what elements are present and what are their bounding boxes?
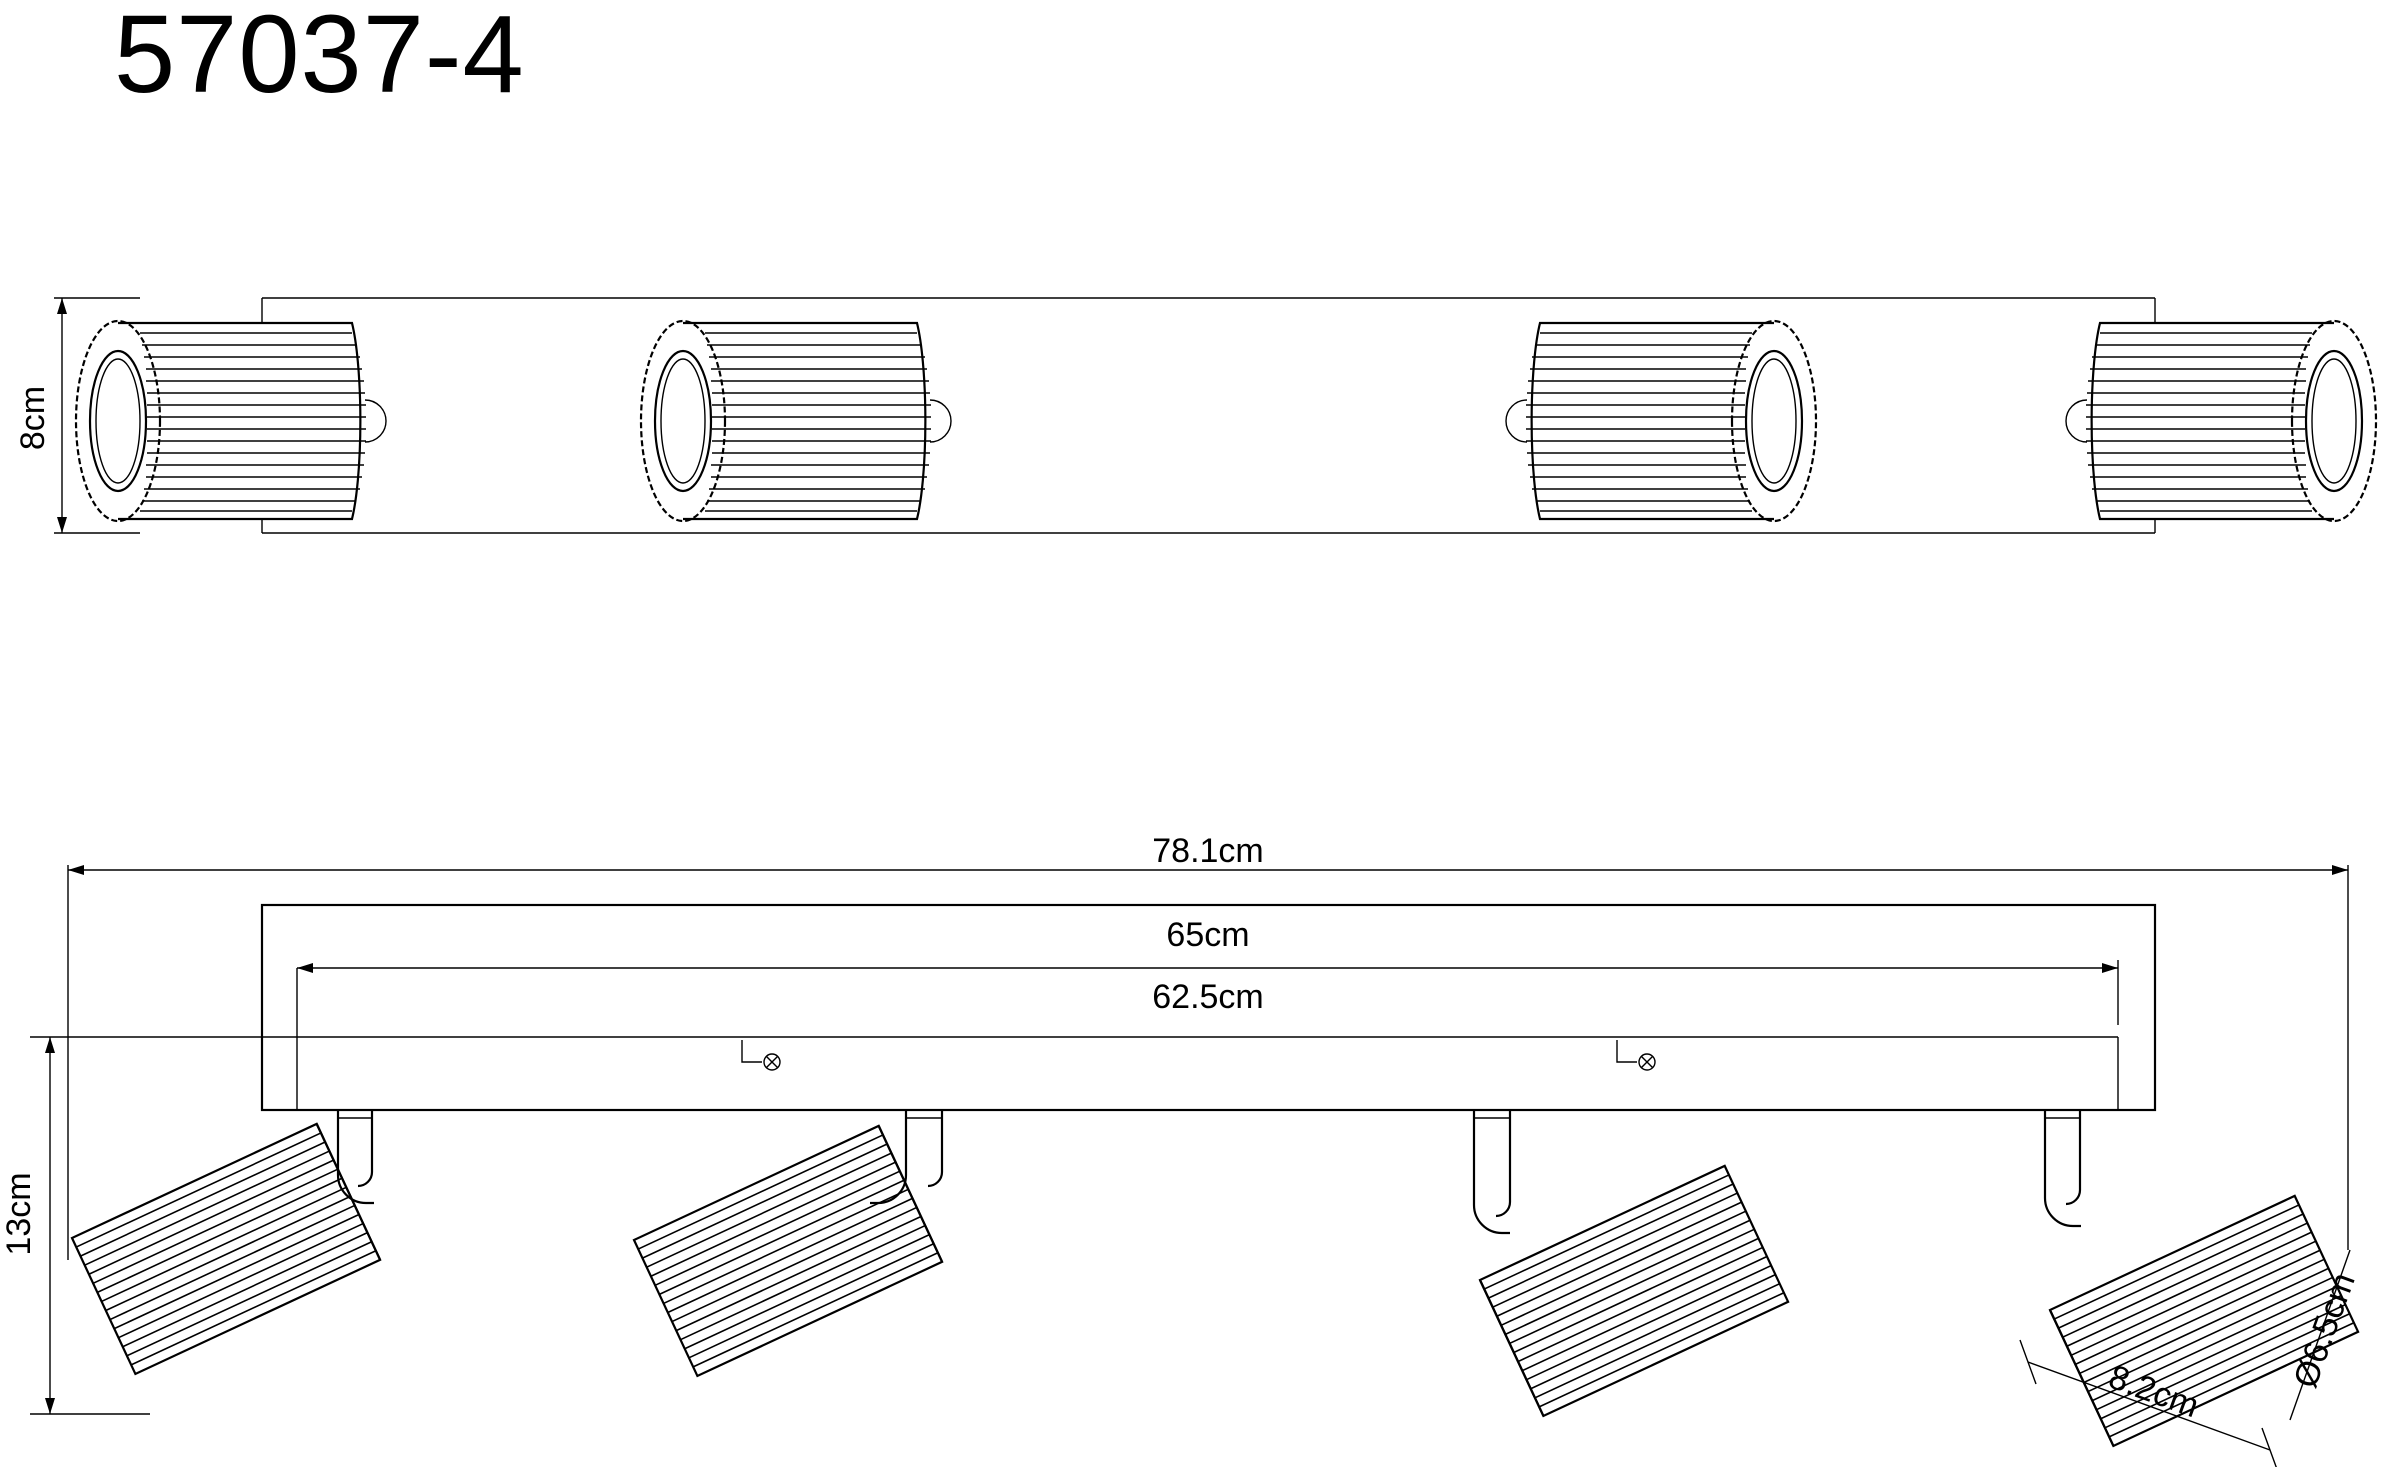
front-view-shade-3 [1478,1164,1790,1418]
top-view-spotlight-1 [74,319,388,523]
mounting-distance-label: 62.5cm [1152,978,1264,1016]
mounting-screw-right [1616,1040,1656,1071]
base-length-label: 65cm [1166,916,1249,954]
depth-label: 8cm [14,386,52,450]
spotlight-arm-4 [2043,1110,2082,1228]
height-label: 13cm [0,1172,38,1255]
front-view-shade-1 [70,1122,382,1376]
mounting-screw-left [741,1040,781,1071]
spotlight-arm-2 [870,1110,944,1205]
top-view: 8cm [14,297,2378,534]
total-length-label: 78.1cm [1152,832,1264,870]
front-view-shade-2 [632,1124,944,1378]
top-view-spotlight-2 [639,319,953,523]
model-number-title: 57037-4 [114,0,525,116]
spotlight-arm-3 [1472,1110,1512,1235]
front-view: 78.1cm 65cm 62.5cm 13cm [0,832,2363,1472]
spotlight-arm-1 [336,1110,374,1205]
shade-diameter-dimension-line [2289,1249,2351,1421]
shade-diameter-label: Ø6.5cm [2286,1268,2362,1393]
top-view-spotlight-3 [1504,319,1818,523]
top-view-spotlight-4 [2064,319,2378,523]
shade-length-dimension-line [2027,1361,2271,1451]
